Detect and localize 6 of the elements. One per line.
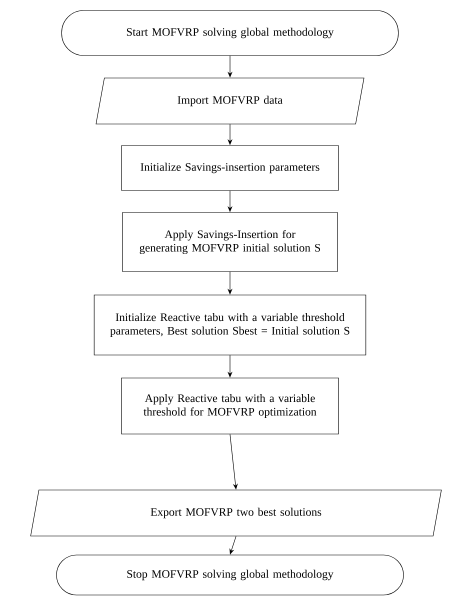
input-output-parallelogram: Export MOFVRP two best solutions <box>30 490 442 536</box>
input-output-parallelogram: Import MOFVRP data <box>96 78 364 124</box>
process-box: Apply Savings-Insertion for generating MOFVRP initial solution S <box>122 212 338 272</box>
process-box: Initialize Reactive tabu with a variable threshold parameters, Best solution Sbest = Initial solution S <box>94 294 366 356</box>
process-box: Initialize Savings-insertion parameters <box>121 145 339 191</box>
process-box: Apply Reactive tabu with a variable threshold for MOFVRP optimization <box>121 378 339 434</box>
